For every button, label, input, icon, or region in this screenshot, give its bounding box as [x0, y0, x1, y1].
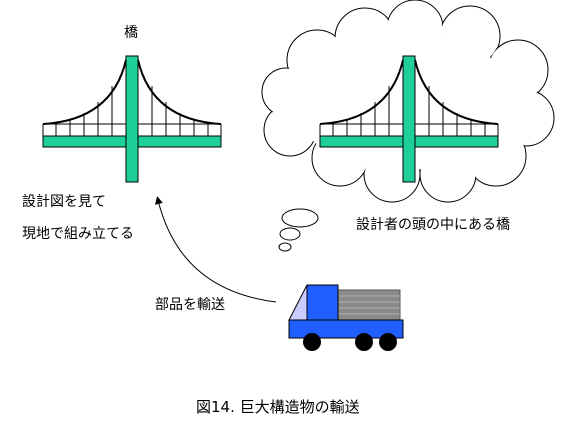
figure-caption: 図14. 巨大構造物の輸送 — [196, 398, 360, 416]
suspension-bridge-right-icon — [319, 55, 499, 183]
bridge-label: 橋 — [124, 25, 138, 41]
drawing-caption-line-1: 設計図を見て — [22, 194, 106, 210]
drawing-caption-line-2: 現地で組み立てる — [22, 226, 134, 242]
transport-label: 部品を輸送 — [155, 297, 225, 313]
curved-arrow-icon — [155, 196, 277, 303]
truck-icon — [288, 284, 404, 351]
designer-mind-label: 設計者の頭の中にある橋 — [356, 217, 510, 233]
suspension-bridge-left-icon — [42, 55, 222, 183]
